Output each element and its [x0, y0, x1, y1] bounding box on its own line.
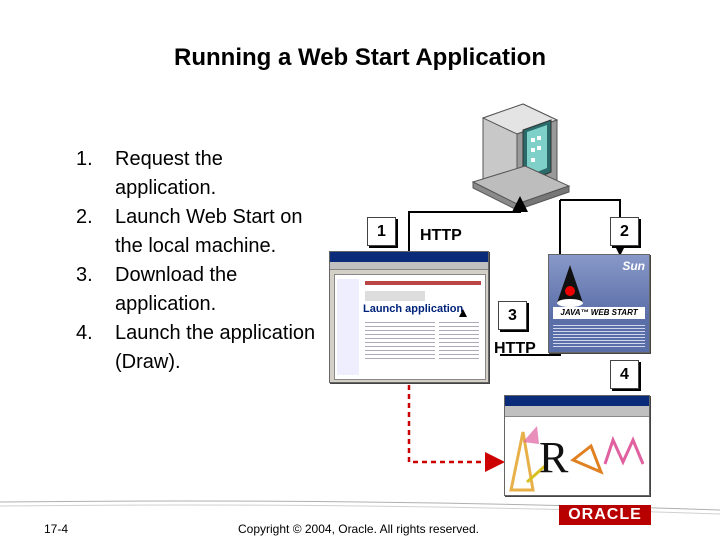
browser-content: Launch application: [334, 274, 486, 380]
oracle-logo: ORACLE: [559, 505, 651, 525]
step-number: 3.: [76, 264, 93, 286]
step-text: Launch the application: [115, 322, 316, 344]
draw-canvas: [509, 426, 645, 492]
browser-toolbar: [330, 262, 488, 270]
step-text: Launch Web Start on: [115, 206, 303, 228]
slide-title: Running a Web Start Application: [174, 44, 546, 71]
draw-toolbar: [505, 406, 649, 417]
java-web-start-splash: Sun JAVA™ WEB START: [548, 254, 650, 353]
browser-text-block: [365, 319, 435, 359]
step-badge-1: 1: [367, 217, 396, 246]
browser-sidebar: [337, 279, 359, 375]
duke-mascot-icon: [557, 265, 583, 307]
http-request-line: [408, 196, 528, 268]
http-label-top: HTTP: [420, 227, 462, 244]
step-number: 2.: [76, 206, 93, 228]
splash-text-block: [553, 323, 645, 349]
browser-window: Launch application: [329, 251, 489, 383]
browser-text-block: [439, 319, 479, 359]
step-text: Request the: [115, 148, 223, 170]
browser-banner: [365, 291, 425, 301]
step-item: 2. Launch Web Start on the local machine…: [70, 203, 370, 261]
draw-titlebar: [505, 396, 649, 406]
step-number: 4.: [76, 322, 93, 344]
step-item: 1. Request the application.: [70, 145, 370, 203]
draw-application-window: R: [504, 395, 650, 496]
cursor-icon: [459, 309, 467, 317]
browser-header-bar: [365, 281, 481, 285]
step-badge-2: 2: [610, 217, 639, 246]
step-text: Download the: [115, 264, 238, 286]
slide-number: 17-4: [44, 522, 69, 536]
step-text: application.: [115, 177, 217, 199]
server-computer-icon: [471, 103, 571, 210]
step-badge-3: 3: [498, 301, 527, 330]
copyright-text: Copyright © 2004, Oracle. All rights res…: [238, 522, 479, 536]
step-text: application.: [115, 293, 217, 315]
splash-title: JAVA™ WEB START: [553, 307, 645, 319]
step-number: 1.: [76, 148, 93, 170]
browser-titlebar: [330, 252, 488, 262]
sun-logo: Sun: [622, 259, 645, 273]
step-badge-4: 4: [610, 360, 639, 389]
step-item: 3. Download the application.: [70, 261, 370, 319]
step-text: (Draw).: [115, 351, 181, 373]
draw-letter-r: R: [539, 433, 569, 482]
step-item: 4. Launch the application (Draw).: [70, 319, 370, 377]
download-line: [500, 200, 561, 356]
browser-dashed-line: [407, 385, 505, 472]
steps-list: 1. Request the application. 2. Launch We…: [70, 145, 370, 377]
http-label-mid: HTTP: [494, 340, 536, 357]
step-text: the local machine.: [115, 235, 277, 257]
browser-heading: Launch application: [363, 303, 464, 315]
